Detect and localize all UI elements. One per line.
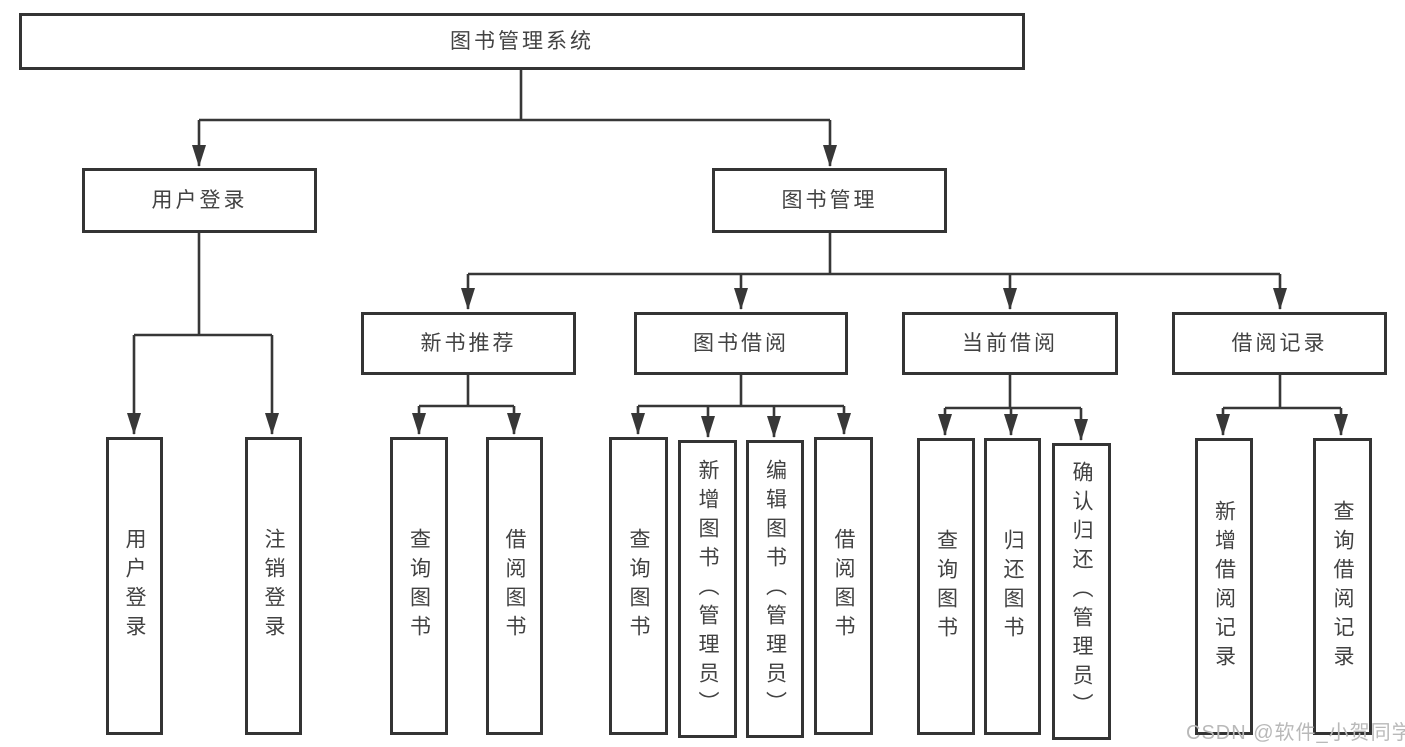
node-label: 当前借阅 — [962, 332, 1058, 355]
node-borrow-books-2: 借阅图书 — [814, 437, 873, 735]
node-label: 图书管理系统 — [450, 30, 594, 53]
node-add-borrow-record: 新增借阅记录 — [1195, 438, 1253, 735]
node-label: 查询图书 — [407, 528, 431, 644]
node-user-login: 用户登录 — [106, 437, 163, 735]
node-label: 图书借阅 — [693, 332, 789, 355]
node-label: 新增图书（管理员） — [696, 458, 719, 720]
node-borrow-records: 借阅记录 — [1172, 312, 1387, 375]
node-user-login-group: 用户登录 — [82, 168, 317, 233]
node-confirm-return-admin: 确认归还（管理员） — [1052, 443, 1111, 740]
node-label: 确认归还（管理员） — [1070, 461, 1093, 722]
node-label: 用户登录 — [123, 528, 146, 644]
node-label: 新书推荐 — [420, 332, 517, 355]
node-label: 借阅图书 — [832, 528, 855, 644]
node-label: 查询图书 — [627, 528, 650, 644]
node-query-books-3: 查询图书 — [917, 438, 975, 735]
node-new-book-recommend: 新书推荐 — [361, 312, 576, 375]
node-label: 新增借阅记录 — [1212, 499, 1236, 674]
node-label: 借阅记录 — [1231, 332, 1328, 355]
node-query-books-2: 查询图书 — [609, 437, 668, 735]
csdn-watermark: CSDN @软件_小贺同学 — [1186, 722, 1405, 744]
node-query-borrow-record: 查询借阅记录 — [1313, 438, 1372, 735]
node-label: 用户登录 — [151, 189, 248, 212]
node-add-books-admin: 新增图书（管理员） — [678, 440, 737, 738]
node-book-borrow: 图书借阅 — [634, 312, 848, 375]
node-logout: 注销登录 — [245, 437, 302, 735]
node-label: 编辑图书（管理员） — [763, 458, 787, 720]
node-label: 注销登录 — [262, 528, 285, 644]
node-label: 借阅图书 — [503, 528, 526, 644]
node-current-borrow: 当前借阅 — [902, 312, 1118, 375]
node-label: 图书管理 — [781, 189, 878, 212]
node-edit-books-admin: 编辑图书（管理员） — [746, 440, 804, 738]
node-library-system: 图书管理系统 — [19, 13, 1025, 70]
node-label: 查询借阅记录 — [1331, 499, 1354, 674]
node-label: 归还图书 — [1001, 528, 1024, 645]
node-return-books: 归还图书 — [984, 438, 1041, 735]
node-query-books-1: 查询图书 — [390, 437, 448, 735]
node-book-management: 图书管理 — [712, 168, 947, 233]
node-label: 查询图书 — [934, 528, 958, 645]
node-borrow-books-1: 借阅图书 — [486, 437, 543, 735]
